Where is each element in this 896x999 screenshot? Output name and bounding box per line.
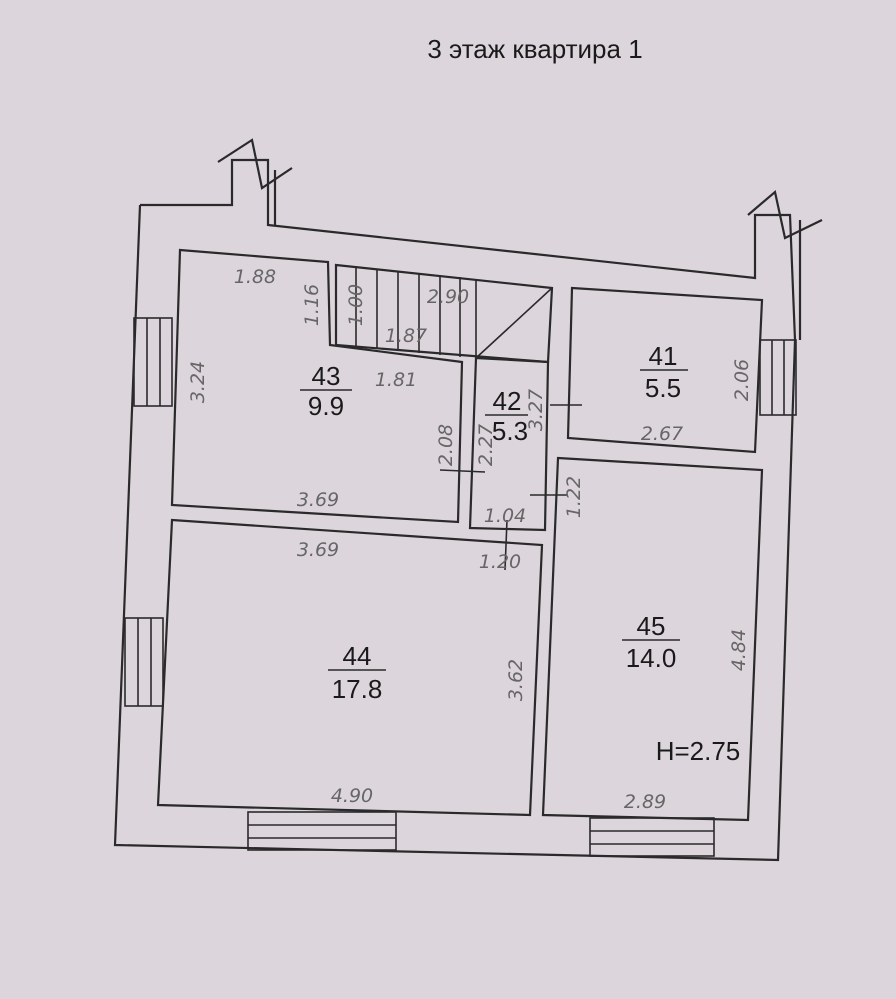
dim: 1.88 [234,266,276,288]
dim: 2.08 [435,424,457,466]
dim: 2.89 [624,791,666,813]
plan-title: 3 этаж квартира 1 [427,34,642,64]
room-44-area: 17.8 [332,674,383,704]
dim: 3.69 [297,539,339,561]
dim: 3.62 [505,659,527,701]
dim: 3.24 [187,361,209,403]
room-labels: 43 9.9 42 5.3 41 5.5 44 17.8 45 14.0 H=2… [300,341,740,766]
room-45-number: 45 [637,611,666,641]
dimension-labels: 1.88 1.16 3.24 1.81 2.08 3.69 1.00 2.90 … [187,266,753,813]
dim: 1.00 [345,284,367,326]
dim: 3.27 [525,389,547,431]
dim: 2.90 [427,286,469,308]
dim: 4.84 [728,629,750,671]
room-43-area: 9.9 [308,391,344,421]
outer-walls [113,138,823,862]
room-45-area: 14.0 [626,643,677,673]
dim: 1.04 [484,505,526,527]
dim: 1.20 [479,551,521,573]
room-41-number: 41 [649,341,678,371]
dim: 2.67 [641,423,683,445]
dim: 1.81 [375,369,417,391]
dim: 1.87 [385,325,427,347]
room-41-area: 5.5 [645,373,681,403]
room-43-number: 43 [312,361,341,391]
ceiling-height-label: H=2.75 [656,736,741,766]
room-42-number: 42 [493,386,522,416]
dim: 2.06 [731,359,753,401]
dim: 1.16 [301,284,323,326]
dim: 2.27 [475,424,497,466]
dim: 3.69 [297,489,339,511]
rooms-walls [156,248,764,822]
windows [124,317,797,857]
room-42-area: 5.3 [492,416,528,446]
dim: 4.90 [331,785,373,807]
dim: 1.22 [563,476,585,518]
room-44-number: 44 [343,641,372,671]
